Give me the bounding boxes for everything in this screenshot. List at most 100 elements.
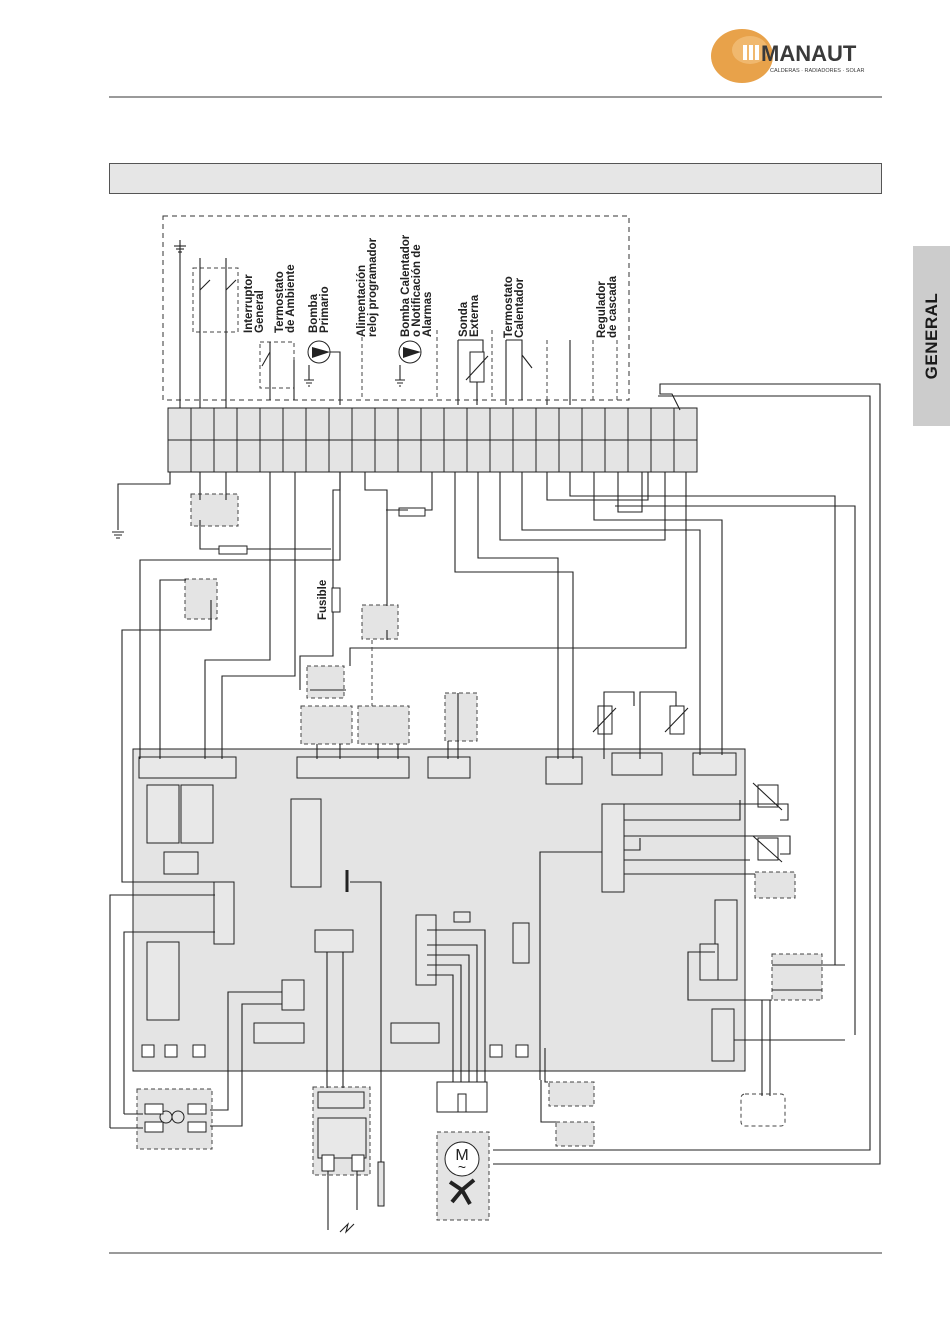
sonda-externa-icon [470, 352, 484, 382]
terminal-cell [398, 440, 421, 472]
external-connections-area [163, 216, 629, 400]
gas-valve [445, 693, 477, 741]
label-termostato-calentador: Termostato Calentador [503, 273, 526, 338]
label-regulador: Regulador de cascada [596, 275, 619, 338]
terminal-cell [651, 408, 674, 440]
connector-main [297, 757, 409, 778]
connector-valve [428, 757, 470, 778]
terminal-cell [352, 408, 375, 440]
double-switch-right [772, 954, 822, 1000]
terminal-cell [536, 408, 559, 440]
connector-small [164, 852, 198, 874]
terminal-cell [674, 440, 697, 472]
terminal-cell [329, 408, 352, 440]
terminal-cell [559, 408, 582, 440]
external-components [174, 240, 617, 408]
terminal-cell [490, 440, 513, 472]
connector-fan [315, 930, 353, 952]
terminal-cell [260, 408, 283, 440]
fuse-icon [332, 588, 340, 612]
terminal-cell [628, 440, 651, 472]
terminal-cell [421, 440, 444, 472]
terminal-cell [421, 408, 444, 440]
terminal-cell [398, 408, 421, 440]
chip [513, 923, 529, 963]
connector-sensors [602, 804, 624, 892]
relay-output-1 [254, 1023, 304, 1043]
terminal-cell [306, 440, 329, 472]
svg-text:~: ~ [458, 1159, 466, 1175]
display-connector [291, 799, 321, 887]
terminal-cell [651, 440, 674, 472]
resistor-1 [219, 546, 247, 554]
terminal-cell [168, 440, 191, 472]
relay-boiler [185, 579, 217, 619]
safety-switch-2 [556, 1122, 594, 1146]
terminal-cell [605, 440, 628, 472]
terminal-cell [260, 440, 283, 472]
terminal-labels: Interruptor General Termostato de Ambien… [243, 232, 619, 338]
connector-ignition [282, 980, 304, 1010]
terminal-cell [191, 408, 214, 440]
terminal-cell [605, 408, 628, 440]
relay-pump-calentador [362, 605, 398, 639]
terminal-cell [582, 440, 605, 472]
terminal-screws [700, 944, 718, 980]
label-bomba-calentador: Bomba Calentador o Notificación de Alarm… [400, 232, 434, 337]
terminal-cell [628, 408, 651, 440]
jumper [454, 912, 470, 922]
terminal-cell [536, 440, 559, 472]
connector-bottom-right [712, 1009, 734, 1061]
label-alimentacion: Alimentación reloj programador [356, 237, 379, 337]
terminal-cell [283, 440, 306, 472]
relay-coil-1 [301, 706, 352, 744]
terminal-cell [329, 440, 352, 472]
main-switch-lower [191, 494, 238, 526]
terminal-cell [214, 440, 237, 472]
terminal-cell [306, 408, 329, 440]
terminal-cell [375, 408, 398, 440]
terminal-cell [444, 440, 467, 472]
terminal-cell [490, 408, 513, 440]
terminal-cell [467, 440, 490, 472]
relay-pump-primario [307, 666, 344, 698]
terminal-cell [513, 440, 536, 472]
terminal-cell [237, 440, 260, 472]
terminal-cell [168, 408, 191, 440]
terminal-cell [582, 408, 605, 440]
terminal-cell [237, 408, 260, 440]
external-connector [741, 1094, 785, 1126]
terminal-cell [191, 440, 214, 472]
connector-power [139, 757, 236, 778]
label-bomba-primario: Bomba Primario [308, 286, 331, 333]
terminal-block [168, 408, 697, 472]
terminal-cell [559, 440, 582, 472]
connector-vertical [214, 882, 234, 944]
transformer-block [147, 942, 179, 1020]
relay-coil-2 [358, 706, 409, 744]
terminal-cell [352, 440, 375, 472]
resistor-2 [399, 508, 425, 516]
relay-2 [181, 785, 213, 843]
terminal-cell [375, 440, 398, 472]
terminal-cell [283, 408, 306, 440]
connector-probe-2 [693, 753, 736, 775]
label-sonda: Sonda Externa [458, 294, 481, 337]
ionization-probe [378, 1162, 384, 1206]
terminal-cell [513, 408, 536, 440]
terminal-cell [214, 408, 237, 440]
relay-1 [147, 785, 179, 843]
terminal-cell [674, 408, 697, 440]
connector-fuse [546, 757, 582, 784]
room-thermostat-box [260, 342, 294, 388]
switch-right [755, 872, 795, 898]
fuse-label: Fusible [317, 580, 329, 620]
terminal-cell [444, 408, 467, 440]
connector-probes [612, 753, 662, 775]
label-termostato-ambiente: Termostato de Ambiente [274, 264, 297, 333]
label-interruptor: Interruptor General [243, 271, 266, 333]
relay-output-2 [391, 1023, 439, 1043]
safety-switch-1 [549, 1082, 594, 1106]
ignition-transformer [137, 1089, 212, 1149]
